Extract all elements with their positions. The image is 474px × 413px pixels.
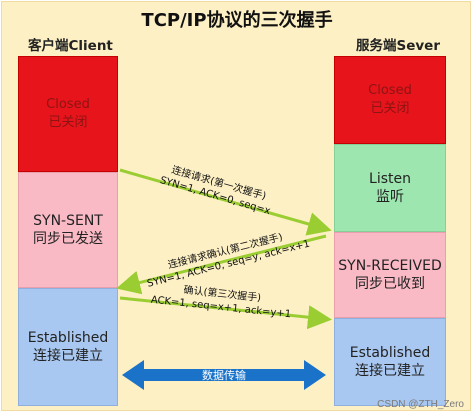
- state-desc: 监听: [376, 189, 404, 205]
- server-state-listen: Listen 监听: [334, 144, 446, 232]
- state-name: SYN-SENT: [33, 213, 103, 229]
- server-state-established: Established 连接已建立: [334, 318, 446, 406]
- server-state-syn-received: SYN-RECEIVED 同步已收到: [334, 232, 446, 318]
- client-state-established: Established 连接已建立: [18, 288, 118, 406]
- state-name: Established: [349, 345, 431, 361]
- ack-arrow: [119, 296, 332, 330]
- diagram-title: TCP/IP协议的三次握手: [141, 10, 333, 31]
- client-state-closed: Closed 已关闭: [18, 56, 118, 172]
- watermark: CSDN @ZTH_Zero: [377, 399, 464, 410]
- state-name: SYN-RECEIVED: [338, 258, 442, 274]
- state-name: Listen: [369, 171, 411, 187]
- state-desc: 已关闭: [48, 115, 88, 130]
- server-column-header: 服务端Sever: [356, 38, 440, 54]
- syn-ack-arrow: [116, 234, 327, 295]
- state-desc: 连接已建立: [355, 363, 425, 379]
- data-transfer-label: 数据传输: [202, 368, 246, 382]
- state-name: Established: [27, 330, 109, 346]
- state-desc: 同步已发送: [33, 231, 103, 247]
- state-desc: 同步已收到: [355, 276, 425, 292]
- state-desc: 连接已建立: [33, 348, 103, 364]
- syn-arrow: [119, 168, 332, 236]
- state-desc: 已关闭: [370, 101, 410, 116]
- state-name: Closed: [368, 83, 412, 98]
- server-state-closed: Closed 已关闭: [334, 56, 446, 144]
- client-state-syn-sent: SYN-SENT 同步已发送: [18, 172, 118, 288]
- state-name: Closed: [46, 97, 90, 112]
- data-transfer-arrow: [122, 360, 326, 390]
- client-column-header: 客户端Client: [28, 38, 113, 54]
